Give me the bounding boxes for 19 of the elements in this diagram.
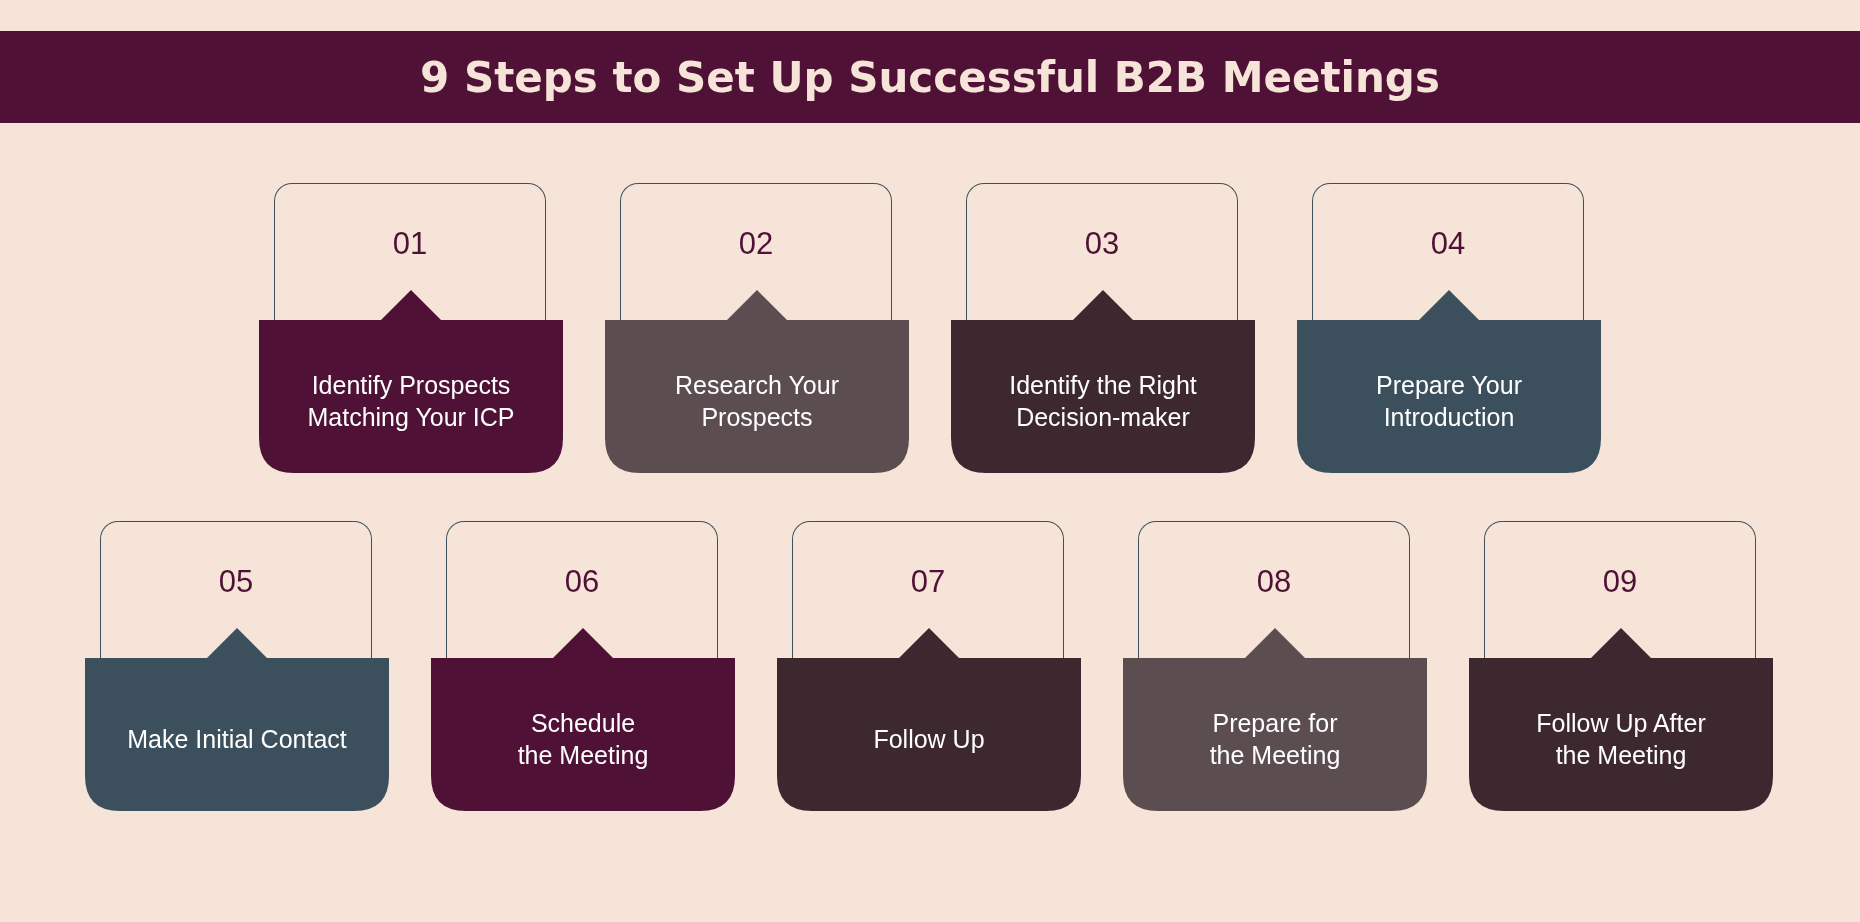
step-number: 08 — [1255, 564, 1293, 600]
step-number: 03 — [1083, 226, 1121, 262]
step-title: Follow Up After the Meeting — [1535, 707, 1707, 771]
title: 9 Steps to Set Up Successful B2B Meetings — [420, 52, 1440, 102]
step-title: Prepare Your Introduction — [1375, 369, 1523, 433]
step-title: Prepare for the Meeting — [1208, 707, 1342, 771]
step-title: Research Your Prospects — [674, 369, 840, 433]
step-number: 09 — [1601, 564, 1639, 600]
step-number: 01 — [391, 226, 429, 262]
step-title: Identify Prospects Matching Your ICP — [306, 369, 516, 433]
step-title: Make Initial Contact — [127, 723, 347, 755]
step-number: 04 — [1429, 226, 1467, 262]
step-title: Schedule the Meeting — [516, 707, 650, 771]
step-number: 07 — [909, 564, 947, 600]
step-number: 06 — [563, 564, 601, 600]
step-title: Identify the Right Decision-maker — [1008, 369, 1198, 433]
step-number: 02 — [737, 226, 775, 262]
step-title: Follow Up — [873, 723, 985, 755]
step-number: 05 — [217, 564, 255, 600]
